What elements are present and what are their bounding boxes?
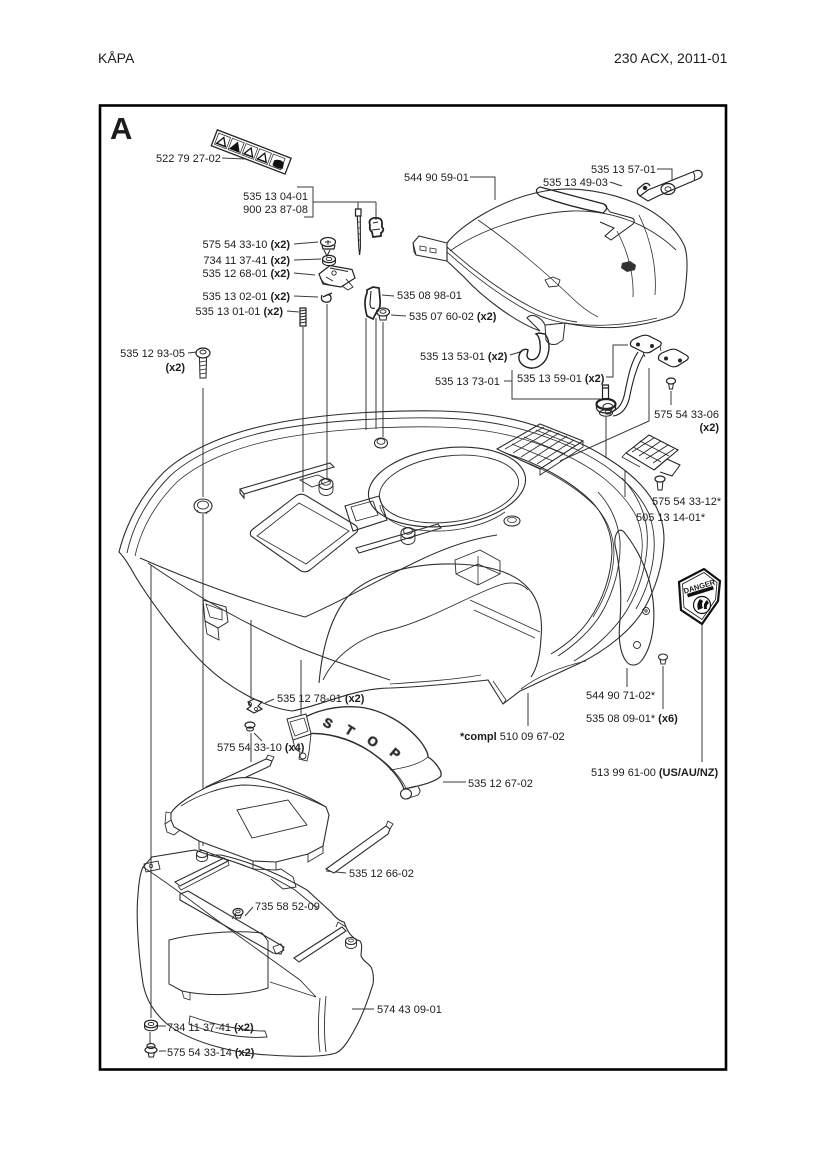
svg-text:535 13 59-01 (x2): 535 13 59-01 (x2) xyxy=(517,373,605,385)
svg-text:513 99 61-00 (US/AU/NZ): 513 99 61-00 (US/AU/NZ) xyxy=(591,767,718,779)
svg-text:734 11 37-41 (x2): 734 11 37-41 (x2) xyxy=(167,1022,254,1034)
svg-text:575 54 33-10 (x2): 575 54 33-10 (x2) xyxy=(203,239,291,251)
svg-text:A: A xyxy=(110,111,132,146)
svg-text:230 ACX, 2011-01: 230 ACX, 2011-01 xyxy=(614,50,728,66)
svg-text:535 13 57-01: 535 13 57-01 xyxy=(591,164,656,176)
svg-text:505 13 14-01*: 505 13 14-01* xyxy=(636,512,706,524)
svg-text:900 23 87-08: 900 23 87-08 xyxy=(243,204,308,216)
svg-text:535 07 60-02 (x2): 535 07 60-02 (x2) xyxy=(409,311,497,323)
svg-text:535 12 67-02: 535 12 67-02 xyxy=(468,778,533,790)
svg-text:(x2): (x2) xyxy=(699,422,719,434)
svg-text:535 13 04-01: 535 13 04-01 xyxy=(243,191,308,203)
svg-text:734 11 37-41 (x2): 734 11 37-41 (x2) xyxy=(203,255,290,267)
svg-text:575 54 33-10 (x4): 575 54 33-10 (x4) xyxy=(217,742,305,754)
svg-text:535 12 66-02: 535 12 66-02 xyxy=(349,868,414,880)
svg-text:535 12 68-01 (x2): 535 12 68-01 (x2) xyxy=(203,268,291,280)
svg-text:535 13 53-01 (x2): 535 13 53-01 (x2) xyxy=(420,351,508,363)
svg-text:575 54 33-12*: 575 54 33-12* xyxy=(652,496,722,508)
svg-text:735 58 52-09: 735 58 52-09 xyxy=(255,901,320,913)
svg-text:(x2): (x2) xyxy=(165,362,185,374)
svg-text:535 08 98-01: 535 08 98-01 xyxy=(397,290,462,302)
svg-text:535 13 73-01: 535 13 73-01 xyxy=(435,376,500,388)
svg-text:575 54 33-06: 575 54 33-06 xyxy=(654,409,719,421)
svg-text:535 08 09-01* (x6): 535 08 09-01* (x6) xyxy=(586,713,678,725)
svg-text:535 13 49-03: 535 13 49-03 xyxy=(543,177,608,189)
svg-text:522 79 27-02: 522 79 27-02 xyxy=(156,153,221,165)
svg-text:574 43 09-01: 574 43 09-01 xyxy=(377,1004,442,1016)
svg-text:544 90 59-01: 544 90 59-01 xyxy=(404,172,469,184)
svg-text:*compl 510 09 67-02: *compl 510 09 67-02 xyxy=(460,731,565,743)
svg-text:KÅPA: KÅPA xyxy=(98,50,135,66)
svg-text:575 54 33-14 (x2): 575 54 33-14 (x2) xyxy=(167,1047,255,1059)
svg-text:535 12 93-05: 535 12 93-05 xyxy=(120,348,185,360)
svg-text:544 90 71-02*: 544 90 71-02* xyxy=(586,690,656,702)
svg-text:535 13 01-01 (x2): 535 13 01-01 (x2) xyxy=(196,306,284,318)
svg-text:535 13 02-01 (x2): 535 13 02-01 (x2) xyxy=(203,291,291,303)
